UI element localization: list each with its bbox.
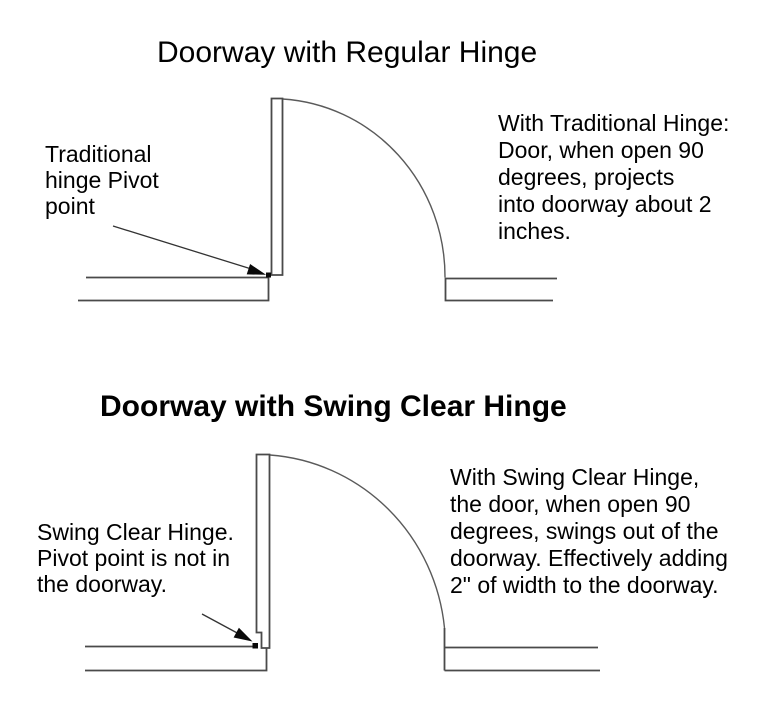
swing-clear-hinge-diagram (85, 453, 600, 672)
right-wall-swing-clear (443, 628, 600, 672)
pivot-arrow-head-swing-clear (233, 627, 253, 642)
regular-hinge-description: With Traditional Hinge: Door, when open … (498, 110, 730, 244)
right-wall-regular (444, 277, 557, 302)
pivot-point-dot-regular (266, 272, 271, 278)
pivot-arrow-head-regular (246, 264, 266, 275)
left-wall-regular (78, 276, 270, 302)
door-swing-arc-swing-clear (269, 454, 446, 629)
regular-hinge-title: Doorway with Regular Hinge (157, 36, 538, 69)
door-swing-arc-regular (282, 98, 446, 278)
pivot-arrow-line-regular (112, 225, 254, 271)
pivot-point-dot-swing-clear (252, 643, 258, 649)
open-door-regular (270, 97, 284, 276)
open-door-swing-clear (255, 453, 271, 649)
swing-clear-hinge-title: Doorway with Swing Clear Hinge (100, 390, 567, 423)
swing-clear-hinge-pivot-label: Swing Clear Hinge. Pivot point is not in… (37, 519, 234, 597)
pivot-arrow-line-swing-clear (201, 613, 241, 636)
traditional-hinge-pivot-label: Traditional hinge Pivot point (45, 141, 159, 219)
regular-hinge-diagram (78, 97, 557, 302)
swing-clear-hinge-description: With Swing Clear Hinge, the door, when o… (450, 464, 728, 598)
left-wall-swing-clear (85, 645, 268, 672)
